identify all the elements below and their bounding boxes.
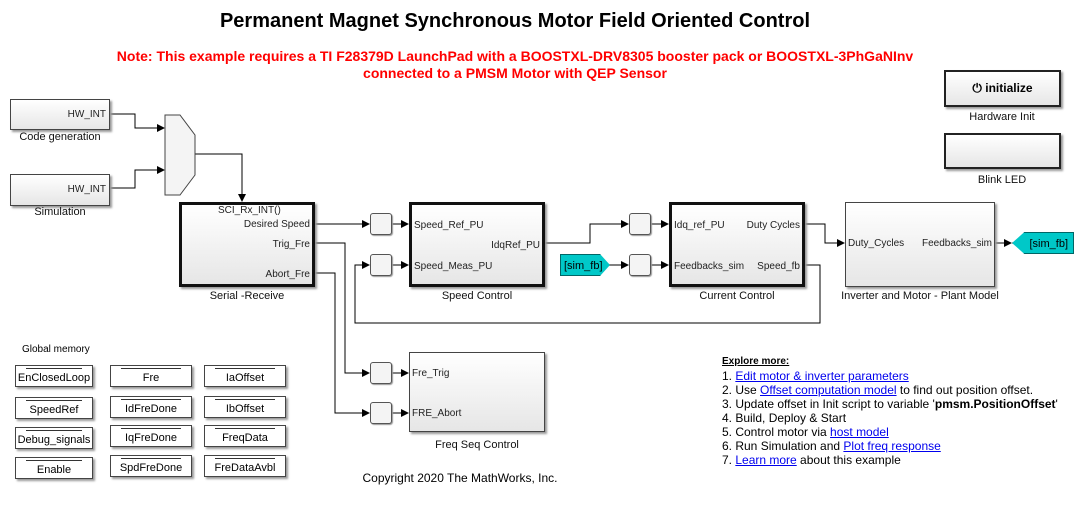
wire — [545, 220, 629, 244]
step-text: ' — [1055, 397, 1058, 411]
data-store-block[interactable]: FreqData — [204, 425, 286, 447]
step-text: 5. Control motor via — [722, 425, 831, 439]
wire — [315, 272, 370, 417]
wire — [195, 153, 246, 202]
freq-seq-control-block[interactable]: Fre_Trig FRE_Abort — [409, 352, 545, 432]
data-store-block[interactable]: Debug_signals — [15, 427, 93, 449]
trigger-port: SCI_Rx_INT() — [218, 205, 281, 216]
blink-led-block[interactable] — [944, 133, 1061, 169]
current-control-label: Current Control — [699, 290, 775, 302]
current-control-block[interactable]: Idq_ref_PU Feedbacks_sim Duty Cycles Spe… — [669, 202, 805, 287]
speed-control-block[interactable]: Speed_Ref_PU Speed_Meas_PU IdqRef_PU — [409, 202, 545, 287]
port-label: Abort_Fre — [265, 269, 310, 280]
initialize-label: initialize — [985, 81, 1033, 95]
rate-transition-icon[interactable] — [370, 254, 392, 276]
plot-freq-response-link[interactable]: Plot freq response — [843, 439, 941, 453]
port-label: Duty Cycles — [746, 220, 800, 231]
from-tag[interactable]: [sim_fb] — [560, 254, 610, 276]
rate-transition-icon[interactable] — [629, 254, 651, 276]
step-text: 7. — [722, 453, 736, 467]
port-label: Trig_Fre — [272, 239, 310, 250]
port-label: HW_INT — [67, 184, 106, 195]
port-label: Fre_Trig — [412, 368, 450, 379]
port-label: Speed_Meas_PU — [414, 261, 493, 272]
merge-block — [164, 114, 196, 196]
note-line-1: Note: This example requires a TI F28379D… — [116, 48, 914, 64]
step-text: 6. Run Simulation and — [722, 439, 844, 453]
data-store-block[interactable]: IbOffset — [204, 396, 286, 418]
data-store-block[interactable]: FreDataAvbl — [204, 455, 286, 477]
step-text: 2. Use — [722, 383, 761, 397]
offset-model-link[interactable]: Offset computation model — [760, 383, 897, 397]
port-label: Desired Speed — [243, 219, 310, 230]
data-store-block[interactable]: Enable — [15, 457, 93, 479]
global-memory-label: Global memory — [22, 344, 90, 355]
port-label: Speed_fb — [757, 261, 800, 272]
copyright: Copyright 2020 The MathWorks, Inc. — [362, 471, 558, 485]
wire — [315, 242, 370, 377]
plant-model-label: Inverter and Motor - Plant Model — [841, 290, 999, 302]
step-text: to find out position offset. — [896, 383, 1034, 397]
wire — [110, 166, 165, 189]
rate-transition-icon[interactable] — [370, 402, 392, 424]
model-title: Permanent Magnet Synchronous Motor Field… — [219, 10, 811, 32]
port-label: Idq_ref_PU — [674, 220, 725, 231]
initialize-button[interactable]: ⏻ initialize — [944, 70, 1061, 107]
data-store-block[interactable]: SpeedRef — [15, 397, 93, 419]
rate-transition-icon[interactable] — [629, 213, 651, 235]
freq-seq-control-label: Freq Seq Control — [435, 439, 519, 451]
host-model-link[interactable]: host model — [830, 425, 889, 439]
wire — [354, 261, 821, 324]
step-text: 1. — [722, 369, 736, 383]
port-label: HW_INT — [67, 109, 106, 120]
port-label: Feedbacks_sim — [674, 261, 745, 272]
port-label: Feedbacks_sim — [921, 238, 992, 249]
blink-led-label: Blink LED — [977, 174, 1027, 186]
variable-name: pmsm.PositionOffset — [934, 397, 1056, 411]
data-store-block[interactable]: IaOffset — [204, 365, 286, 387]
port-label: IdqRef_PU — [491, 240, 540, 251]
port-label: Duty_Cycles — [848, 238, 905, 249]
wire — [805, 223, 845, 247]
learn-more-link[interactable]: Learn more — [735, 453, 797, 467]
note-line-2: connected to a PMSM Motor with QEP Senso… — [363, 65, 667, 81]
data-store-block[interactable]: Fre — [110, 365, 192, 387]
goto-tag[interactable]: [sim_fb] — [1012, 232, 1074, 254]
speed-control-label: Speed Control — [441, 290, 513, 302]
data-store-block[interactable]: EnClosedLoop — [15, 365, 93, 387]
edit-parameters-link[interactable]: Edit motor & inverter parameters — [735, 369, 909, 383]
serial-receive-label: Serial -Receive — [209, 290, 285, 302]
serial-receive-block[interactable]: SCI_Rx_INT() Desired Speed Trig_Fre Abor… — [179, 202, 315, 287]
code-generation-label: Code generation — [19, 131, 101, 143]
plant-model-block[interactable]: Duty_Cycles Feedbacks_sim — [845, 202, 995, 287]
rate-transition-icon[interactable] — [370, 213, 392, 235]
explore-more-panel: Explore more: 1. Edit motor & inverter p… — [722, 355, 1058, 467]
simulation-block[interactable]: HW_INT — [10, 174, 110, 206]
port-label: FRE_Abort — [412, 408, 462, 419]
data-store-block[interactable]: SpdFreDone — [110, 455, 192, 477]
code-generation-block[interactable]: HW_INT — [10, 99, 110, 130]
rate-transition-icon[interactable] — [370, 362, 392, 384]
port-label: Speed_Ref_PU — [414, 220, 484, 231]
data-store-block[interactable]: IdFreDone — [110, 396, 192, 418]
data-store-block[interactable]: IqFreDone — [110, 425, 192, 447]
step-text: 4. Build, Deploy & Start — [722, 411, 847, 425]
step-text: about this example — [796, 453, 901, 467]
wire — [110, 113, 165, 132]
power-icon: ⏻ — [972, 81, 986, 95]
step-text: 3. Update offset in Init script to varia… — [722, 397, 935, 411]
explore-heading: Explore more: — [722, 356, 790, 367]
simulation-label: Simulation — [34, 206, 86, 218]
hardware-init-label: Hardware Init — [969, 111, 1035, 123]
